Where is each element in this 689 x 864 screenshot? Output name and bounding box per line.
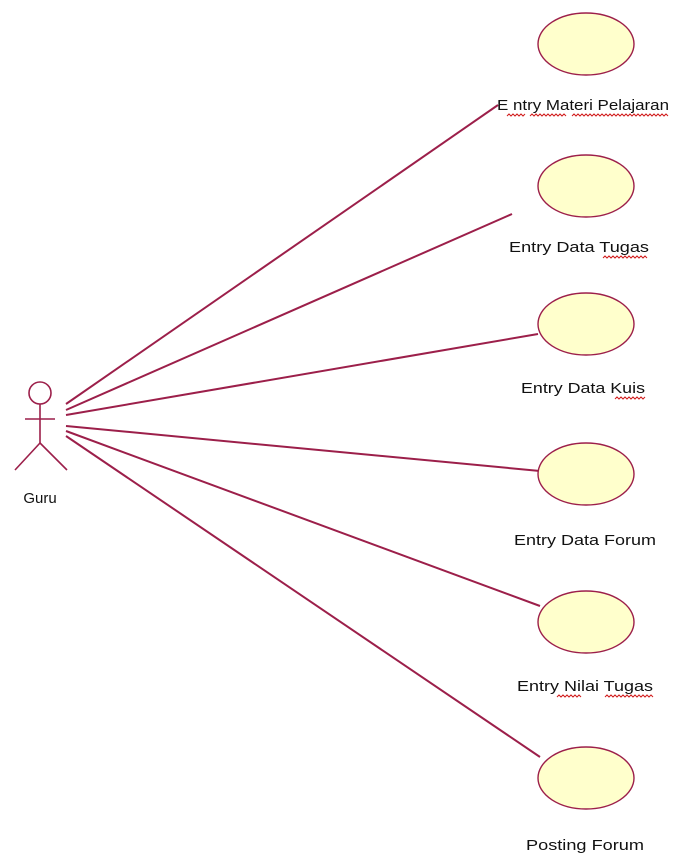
association-entry-data-forum [65,425,541,472]
actor-label: Guru [23,490,56,507]
use-cases [537,12,635,810]
spellcheck-squiggle [506,113,526,117]
use-case-entry-nilai-tugas[interactable] [537,590,635,654]
use-case-entry-data-tugas[interactable] [537,154,635,218]
spellcheck-squiggle [602,255,648,259]
use-case-label: Posting Forum [526,837,644,854]
association-entry-materi [65,104,499,405]
association-posting-forum [65,435,541,758]
associations [65,104,541,758]
actor-head [28,381,52,405]
use-case-label: Entry Data Forum [514,532,656,549]
use-case-label: Entry Data Kuis [521,380,645,397]
actor-right-leg [39,442,68,471]
use-case-label: E ntry Materi Pelajaran [497,97,669,114]
use-case-posting-forum[interactable] [537,746,635,810]
association-entry-data-kuis [65,333,539,416]
actor-guru[interactable] [14,381,68,471]
spellcheck-squiggle [614,396,646,400]
spellcheck-squiggle [556,694,582,698]
use-case-entry-data-forum[interactable] [537,442,635,506]
spellcheck-squiggle [529,113,567,117]
actor-left-leg [14,442,41,471]
association-entry-nilai-tugas [65,430,541,607]
use-case-entry-data-kuis[interactable] [537,292,635,356]
association-entry-data-tugas [65,213,513,411]
use-case-entry-materi-pelajaran[interactable] [537,12,635,76]
spellcheck-squiggle [571,113,669,117]
spellcheck-underlines [506,113,669,698]
use-case-label: Entry Data Tugas [509,239,649,256]
use-case-label: Entry Nilai Tugas [517,678,653,695]
spellcheck-squiggle [604,694,654,698]
